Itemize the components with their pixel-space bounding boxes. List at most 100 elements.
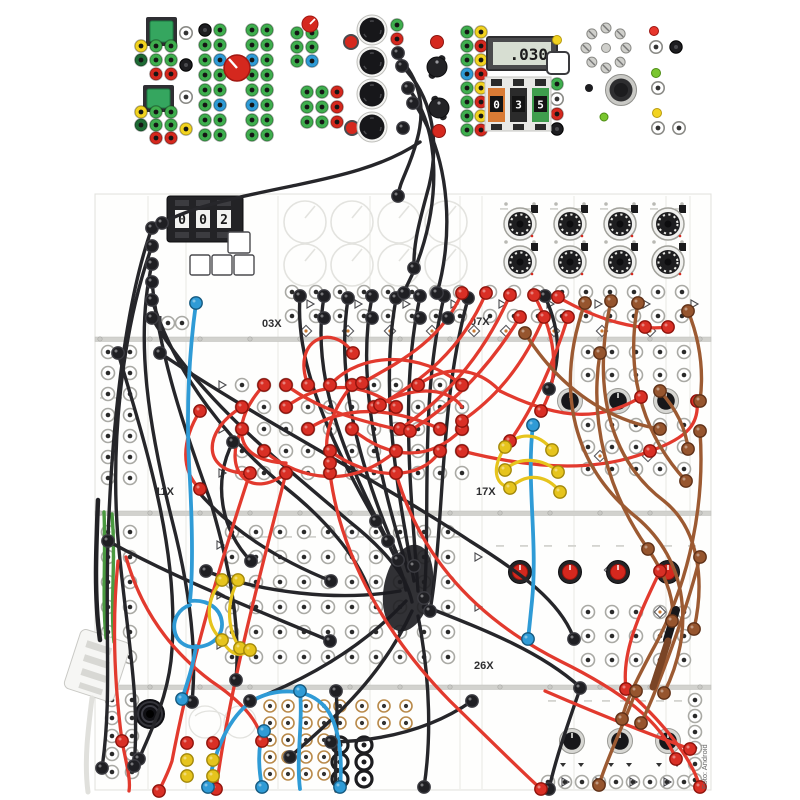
- cable-plug[interactable]: [551, 290, 565, 304]
- cable-plug[interactable]: [578, 296, 592, 310]
- cable-plug[interactable]: [693, 780, 707, 794]
- precision-dial[interactable]: [503, 202, 538, 241]
- cable-plug[interactable]: [257, 724, 271, 738]
- red-cap-jack[interactable]: [432, 124, 446, 138]
- cable-plug[interactable]: [389, 466, 403, 480]
- cable-plug[interactable]: [553, 485, 567, 499]
- rack-square-buttons[interactable]: [189, 231, 255, 276]
- cable-plug[interactable]: [244, 554, 258, 568]
- cable-plug[interactable]: [373, 398, 387, 412]
- cable-plug[interactable]: [111, 346, 125, 360]
- cable-plug[interactable]: [391, 189, 405, 203]
- cable-plug[interactable]: [226, 435, 240, 449]
- cable-plug[interactable]: [503, 288, 517, 302]
- cable-plug[interactable]: [669, 752, 683, 766]
- cable-plug[interactable]: [279, 400, 293, 414]
- cable-plug[interactable]: [665, 614, 679, 628]
- cable-plug[interactable]: [323, 444, 337, 458]
- square-button[interactable]: [233, 254, 255, 276]
- cable-plug[interactable]: [423, 604, 437, 618]
- large-black-knob[interactable]: [356, 111, 388, 143]
- cable-plug[interactable]: [397, 286, 411, 300]
- square-button[interactable]: [227, 231, 251, 254]
- cable-plug[interactable]: [653, 384, 667, 398]
- cable-plug[interactable]: [243, 694, 257, 708]
- cable-plug[interactable]: [145, 257, 159, 271]
- square-button[interactable]: [211, 254, 233, 276]
- cable-plug[interactable]: [551, 465, 565, 479]
- cable-plug[interactable]: [255, 780, 269, 794]
- cable-plug[interactable]: [345, 422, 359, 436]
- cable-plug[interactable]: [527, 288, 541, 302]
- cable-plug[interactable]: [681, 442, 695, 456]
- cable-plug[interactable]: [329, 684, 343, 698]
- red-jack[interactable]: [343, 34, 359, 50]
- cable-plug[interactable]: [389, 400, 403, 414]
- cable-plug[interactable]: [333, 780, 347, 794]
- cable-plug[interactable]: [301, 422, 315, 436]
- precision-dial[interactable]: [603, 240, 638, 279]
- cable-plug[interactable]: [411, 378, 425, 392]
- cable-plug[interactable]: [593, 346, 607, 360]
- cable-plug[interactable]: [413, 289, 427, 303]
- cable-plug[interactable]: [433, 444, 447, 458]
- red-cap-jack[interactable]: [430, 35, 444, 49]
- cable-plug[interactable]: [479, 286, 493, 300]
- cable-plug[interactable]: [567, 632, 581, 646]
- cable-plug[interactable]: [317, 289, 331, 303]
- cable-plug[interactable]: [323, 456, 337, 470]
- cable-plug[interactable]: [215, 633, 229, 647]
- cable-plug[interactable]: [145, 311, 159, 325]
- cable-plug[interactable]: [561, 310, 575, 324]
- cable-plug[interactable]: [389, 444, 403, 458]
- cable-plug[interactable]: [243, 466, 257, 480]
- top-thumbwheel-switch[interactable]: 0 3 5: [484, 76, 552, 132]
- cable-plug[interactable]: [235, 422, 249, 436]
- cable-plug[interactable]: [542, 382, 556, 396]
- cable-plug[interactable]: [693, 550, 707, 564]
- cable-plug[interactable]: [279, 378, 293, 392]
- cable-plug[interactable]: [687, 622, 701, 636]
- precision-dial-knobs[interactable]: [503, 202, 686, 279]
- cable-plug[interactable]: [693, 394, 707, 408]
- cable-plug[interactable]: [681, 304, 695, 318]
- cable-plug[interactable]: [193, 482, 207, 496]
- red-knob[interactable]: [606, 560, 630, 584]
- precision-dial[interactable]: [503, 240, 538, 279]
- large-black-knob[interactable]: [356, 46, 388, 78]
- cable-plug[interactable]: [193, 404, 207, 418]
- cable-plug[interactable]: [101, 534, 115, 548]
- cable-plug[interactable]: [653, 564, 667, 578]
- cable-plug[interactable]: [206, 769, 220, 783]
- thumbwheel-green[interactable]: 5: [532, 79, 549, 130]
- cable-plug[interactable]: [631, 296, 645, 310]
- square-button[interactable]: [189, 254, 211, 276]
- cable-plug[interactable]: [355, 376, 369, 390]
- cable-plug[interactable]: [417, 591, 431, 605]
- thumbwheel-orange[interactable]: 0: [488, 79, 505, 130]
- cable-plug[interactable]: [317, 311, 331, 325]
- large-black-knob[interactable]: [356, 78, 388, 110]
- precision-dial[interactable]: [651, 202, 686, 241]
- cable-plug[interactable]: [145, 275, 159, 289]
- cable-plug[interactable]: [455, 414, 469, 428]
- cable-plug[interactable]: [395, 59, 409, 73]
- cable-plug[interactable]: [341, 291, 355, 305]
- red-knob-small[interactable]: [301, 15, 319, 33]
- cable-plug[interactable]: [152, 784, 166, 798]
- cable-plug[interactable]: [693, 424, 707, 438]
- cable-plug[interactable]: [455, 286, 469, 300]
- cable-plug[interactable]: [189, 296, 203, 310]
- cable-plug[interactable]: [231, 573, 245, 587]
- large-black-knobs[interactable]: [356, 14, 388, 143]
- cable-plug[interactable]: [498, 463, 512, 477]
- cable-plug[interactable]: [518, 326, 532, 340]
- small-jack[interactable]: [585, 84, 593, 92]
- cable-plug[interactable]: [115, 734, 129, 748]
- cable-plug[interactable]: [615, 712, 629, 726]
- cable-plug[interactable]: [153, 346, 167, 360]
- cable-plug[interactable]: [323, 378, 337, 392]
- cable-plug[interactable]: [526, 418, 540, 432]
- cable-plug[interactable]: [417, 780, 431, 794]
- cable-plug[interactable]: [381, 534, 395, 548]
